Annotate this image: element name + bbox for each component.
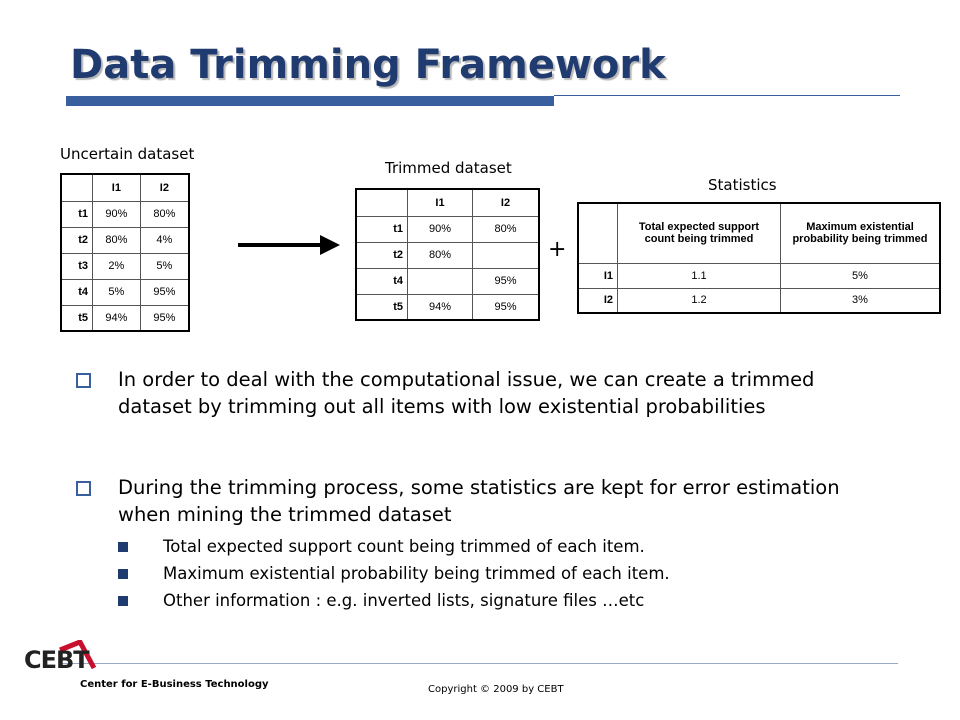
column-header: Maximum existential probability being tr… xyxy=(780,202,941,264)
table-cell: 95% xyxy=(139,278,190,306)
cebt-logo-icon xyxy=(59,640,97,670)
table-cell: 80% xyxy=(406,241,474,269)
row-header: I1 xyxy=(577,262,618,289)
uncertain-dataset-table: I1 I2 t1 90% 80% t2 80% 4% t3 2% 5% t4 5… xyxy=(60,173,190,332)
uncertain-dataset-caption: Uncertain dataset xyxy=(60,145,195,163)
table-cell: 94% xyxy=(92,304,141,332)
column-header: I2 xyxy=(472,188,540,217)
title-underline-bar xyxy=(66,96,554,106)
table-row: t3 2% 5% xyxy=(60,252,190,280)
table-row: t2 80% 4% xyxy=(60,226,190,254)
table-cell: 94% xyxy=(406,293,474,321)
table-cell: 5% xyxy=(139,252,190,280)
row-header: t1 xyxy=(60,200,93,228)
table-cell: 3% xyxy=(780,287,941,314)
row-header: t3 xyxy=(60,252,93,280)
column-header: I1 xyxy=(406,188,474,217)
row-header: I2 xyxy=(577,287,618,314)
table-cell: 4% xyxy=(139,226,190,254)
table-cell: 95% xyxy=(472,267,540,295)
corner-cell xyxy=(60,173,93,202)
table-row: t1 90% 80% xyxy=(60,200,190,228)
table-cell: 80% xyxy=(92,226,141,254)
filled-square-bullet-icon xyxy=(118,569,128,579)
hollow-square-bullet-icon xyxy=(76,481,91,496)
table-row: I1 1.1 5% xyxy=(577,262,941,289)
table-cell: 90% xyxy=(92,200,141,228)
table-row: t4 5% 95% xyxy=(60,278,190,306)
arrow-right-icon xyxy=(320,235,340,255)
row-header: t5 xyxy=(355,293,408,321)
column-header: I1 xyxy=(92,173,141,202)
table-cell: 5% xyxy=(92,278,141,306)
table-cell: 1.2 xyxy=(617,287,781,314)
corner-cell xyxy=(577,202,618,264)
table-cell xyxy=(406,267,474,295)
copyright-notice: Copyright © 2009 by CEBT xyxy=(428,684,564,695)
corner-cell xyxy=(355,188,408,217)
table-cell xyxy=(472,241,540,269)
slide-title: Data Trimming Framework xyxy=(70,42,666,88)
table-cell: 95% xyxy=(472,293,540,321)
statistics-caption: Statistics xyxy=(708,176,777,194)
table-row: t4 95% xyxy=(355,267,540,295)
row-header: t2 xyxy=(60,226,93,254)
table-cell: 80% xyxy=(139,200,190,228)
table-cell: 90% xyxy=(406,215,474,243)
column-header: I2 xyxy=(139,173,190,202)
arrow-shaft xyxy=(238,243,324,247)
table-cell: 95% xyxy=(139,304,190,332)
table-row: I2 1.2 3% xyxy=(577,287,941,314)
sub-bullet-text: Other information : e.g. inverted lists,… xyxy=(163,591,645,610)
table-cell: 2% xyxy=(92,252,141,280)
table-cell: 5% xyxy=(780,262,941,289)
plus-sign: + xyxy=(548,237,567,262)
column-header: Total expected support count being trimm… xyxy=(617,202,781,264)
filled-square-bullet-icon xyxy=(118,596,128,606)
row-header: t4 xyxy=(355,267,408,295)
sub-bullet-text: Maximum existential probability being tr… xyxy=(163,564,670,583)
organization-name: Center for E-Business Technology xyxy=(80,679,269,690)
bullet-text: During the trimming process, some statis… xyxy=(118,476,840,526)
hollow-square-bullet-icon xyxy=(76,373,91,388)
table-row: t2 80% xyxy=(355,241,540,269)
row-header: t1 xyxy=(355,215,408,243)
row-header: t5 xyxy=(60,304,93,332)
table-row: t1 90% 80% xyxy=(355,215,540,243)
title-underline-line xyxy=(554,95,900,96)
sub-bullet-text: Total expected support count being trimm… xyxy=(163,537,645,556)
footer-divider xyxy=(60,663,898,664)
row-header: t4 xyxy=(60,278,93,306)
trimmed-dataset-table: I1 I2 t1 90% 80% t2 80% t4 95% t5 94% 95… xyxy=(355,188,540,321)
table-row: t5 94% 95% xyxy=(60,304,190,332)
filled-square-bullet-icon xyxy=(118,542,128,552)
table-cell: 80% xyxy=(472,215,540,243)
statistics-table: Total expected support count being trimm… xyxy=(577,202,941,314)
logo-text: CEBT xyxy=(24,646,90,674)
row-header: t2 xyxy=(355,241,408,269)
table-cell: 1.1 xyxy=(617,262,781,289)
trimmed-dataset-caption: Trimmed dataset xyxy=(385,159,512,177)
bullet-text: In order to deal with the computational … xyxy=(118,368,815,418)
table-row: t5 94% 95% xyxy=(355,293,540,321)
